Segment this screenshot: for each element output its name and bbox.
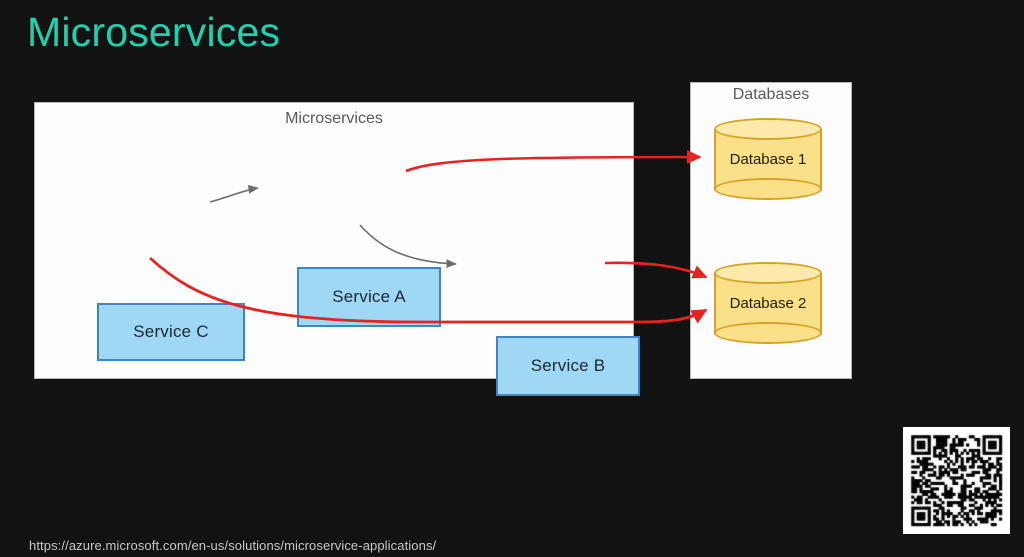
database-1-bottom-ellipse — [714, 178, 822, 200]
qr-code[interactable] — [903, 427, 1010, 534]
database-2-label: Database 2 — [729, 294, 807, 312]
qr-code-image — [903, 427, 1010, 534]
service-b-label: Service B — [530, 356, 606, 375]
source-url-text: https://azure.microsoft.com/en-us/soluti… — [29, 538, 437, 553]
database-2-node[interactable]: Database 2 — [714, 262, 822, 344]
page-title: Microservices — [27, 9, 281, 55]
database-2-top-ellipse — [714, 262, 822, 284]
microservices-panel-title: Microservices — [285, 110, 383, 127]
database-1-label: Database 1 — [729, 150, 807, 168]
service-c-node[interactable]: Service C — [97, 303, 245, 361]
databases-panel-title: Databases — [732, 86, 810, 103]
microservices-panel: Microservices Service C Service A Servic… — [34, 102, 640, 396]
database-2-bottom-ellipse — [714, 322, 822, 344]
service-c-label: Service C — [133, 322, 209, 341]
service-a-label: Service A — [332, 287, 406, 306]
service-a-node[interactable]: Service A — [297, 267, 441, 327]
database-1-top-ellipse — [714, 118, 822, 140]
database-1-node[interactable]: Database 1 — [714, 118, 822, 200]
service-b-node[interactable]: Service B — [496, 336, 640, 396]
